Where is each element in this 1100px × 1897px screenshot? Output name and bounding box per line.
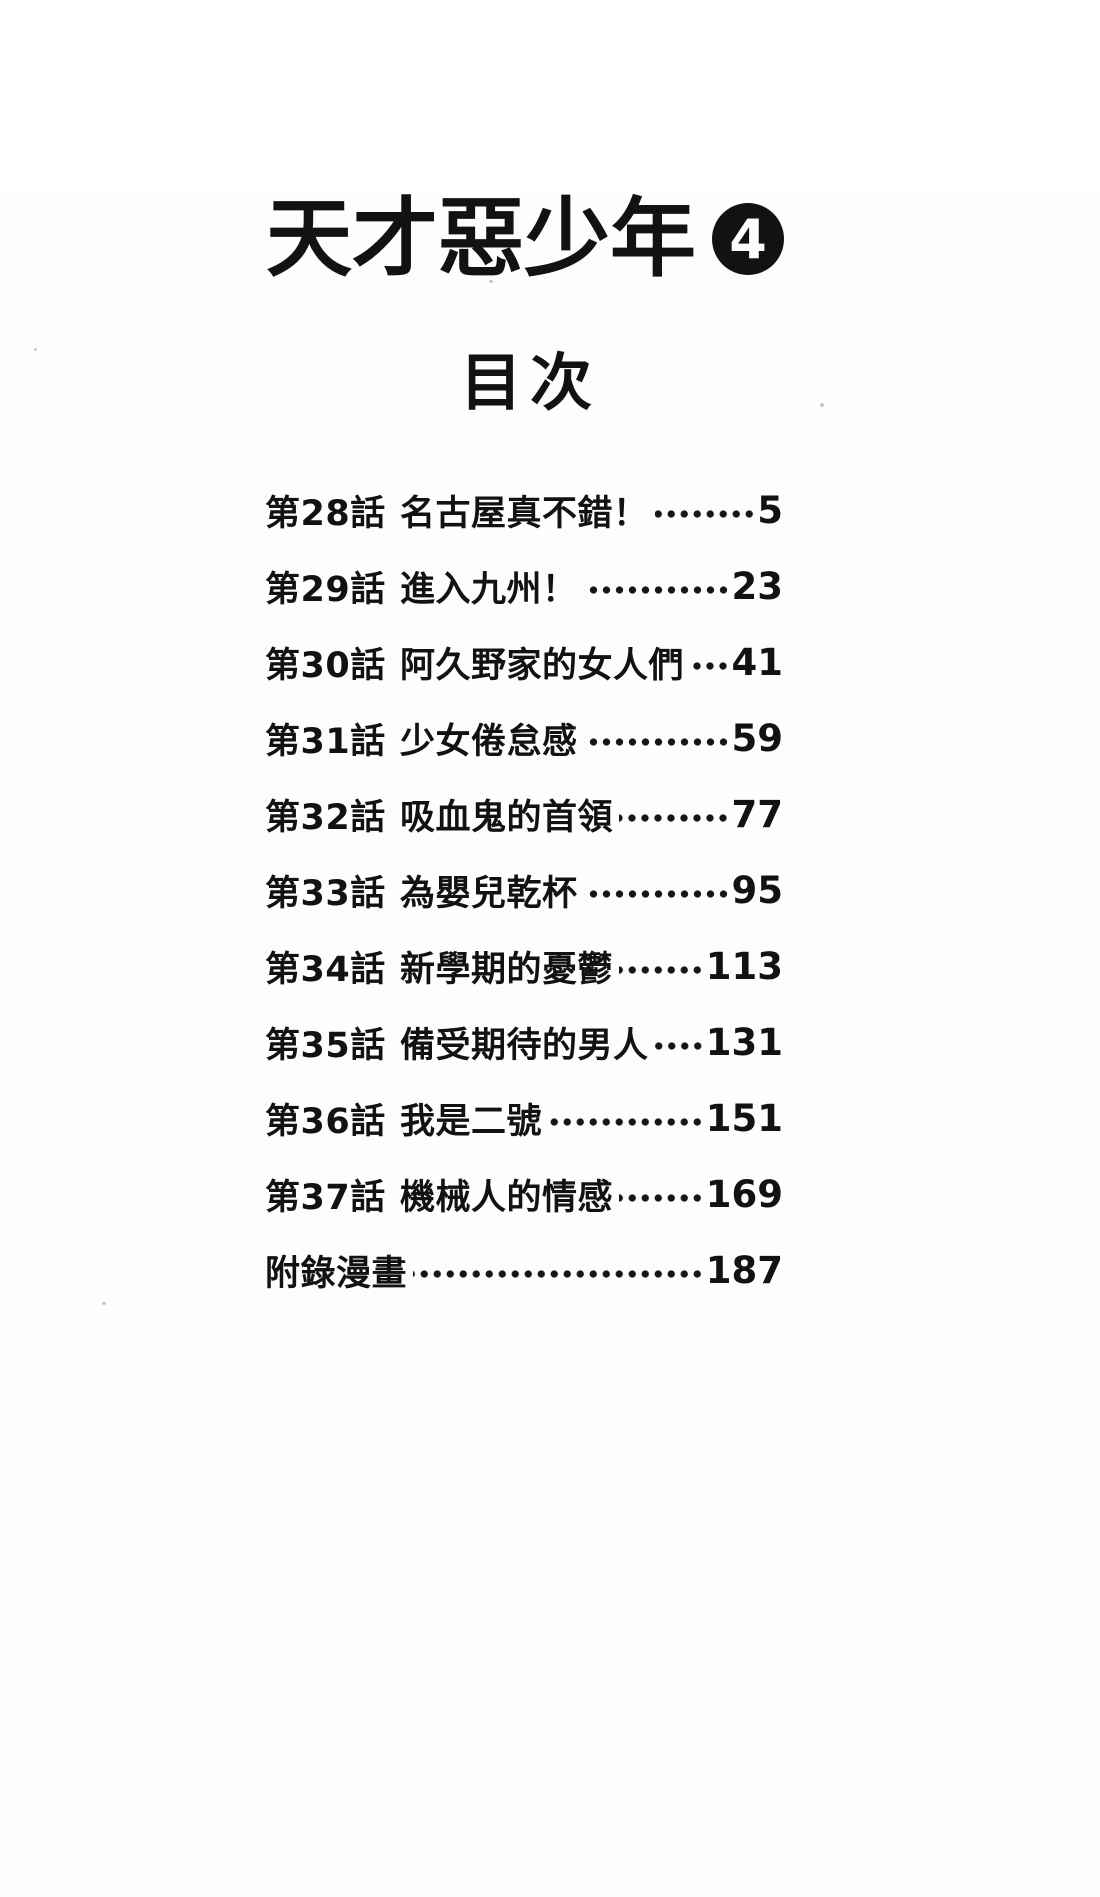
toc-entry: 第35話 備受期待的男人 131 [265,1004,783,1080]
chapter-number: 第29話 [265,569,386,610]
toc-entry: 第32話 吸血鬼的首領 77 [265,776,783,852]
page-number: 77 [731,792,784,836]
toc-heading: 目次 [460,346,601,419]
scan-speck [34,348,37,351]
chapter-title: 附錄漫畫 [265,1253,408,1294]
page-number: 59 [731,716,784,760]
toc-entry: 第28話 名古屋真不錯！ 5 [265,472,783,548]
toc-entry: 第33話 為嬰兒乾杯 95 [265,852,783,928]
dot-leader [619,776,730,852]
book-title-row: 天才惡少年 4 [266,196,1100,282]
page-number: 95 [731,868,784,912]
toc-list: 第28話 名古屋真不錯！ 5 第29話 進入九州！ 23 第30話 阿久野家的女… [265,472,783,1308]
book-title: 天才惡少年 [266,189,696,289]
scan-speck [102,1302,106,1305]
chapter-title: 新學期的憂鬱 [400,949,614,990]
chapter-title: 少女倦怠感 [400,721,578,762]
chapter-number: 第31話 [265,721,386,762]
toc-entry: 第31話 少女倦怠感 59 [265,700,783,776]
chapter-number: 第32話 [265,797,386,838]
dot-leader [413,1232,704,1308]
toc-entry: 第29話 進入九州！ 23 [265,548,783,624]
chapter-title: 吸血鬼的首領 [400,797,614,838]
scan-speck [489,280,493,283]
page-number: 23 [731,564,784,608]
toc-entry: 第30話 阿久野家的女人們 41 [265,624,783,700]
chapter-title: 為嬰兒乾杯 [400,873,578,914]
chapter-title: 名古屋真不錯！ [400,493,649,534]
dot-leader [583,700,730,776]
dot-leader [619,928,704,1004]
chapter-number: 第37話 [265,1177,386,1218]
page-number: 169 [705,1172,783,1216]
page-number: 151 [705,1096,783,1140]
dot-leader [654,472,756,548]
page-number: 5 [757,488,783,532]
chapter-title: 我是二號 [400,1101,543,1142]
scan-speck [820,403,824,407]
chapter-title: 進入九州！ [400,569,578,610]
chapter-number: 第34話 [265,949,386,990]
toc-entry: 第36話 我是二號 151 [265,1080,783,1156]
chapter-title: 機械人的情感 [400,1177,614,1218]
chapter-number: 第30話 [265,645,386,686]
page-number: 187 [705,1248,783,1292]
dot-leader [619,1156,704,1232]
chapter-number: 第33話 [265,873,386,914]
dot-leader [583,852,730,928]
page-number: 41 [731,640,784,684]
volume-badge: 4 [712,203,784,275]
chapter-title: 阿久野家的女人們 [400,645,685,686]
chapter-number: 第36話 [265,1101,386,1142]
volume-number: 4 [729,208,767,271]
chapter-number: 第35話 [265,1025,386,1066]
dot-leader [690,624,730,700]
dot-leader [548,1080,704,1156]
chapter-title: 備受期待的男人 [400,1025,649,1066]
toc-entry: 第37話 機械人的情感 169 [265,1156,783,1232]
toc-entry: 附錄漫畫 187 [265,1232,783,1308]
dot-leader [583,548,730,624]
page-number: 131 [705,1020,783,1064]
chapter-number: 第28話 [265,493,386,534]
toc-entry: 第34話 新學期的憂鬱 113 [265,928,783,1004]
dot-leader [654,1004,704,1080]
page-number: 113 [705,944,783,988]
